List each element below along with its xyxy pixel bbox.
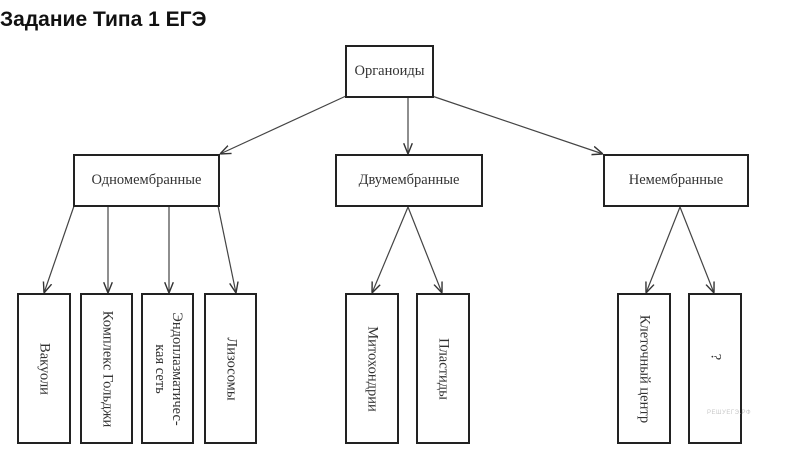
leaf-vacuoles: Вакуоли [17, 293, 71, 444]
edge-group-1-leaf-1 [407, 206, 442, 293]
leaf-label: Комплекс Гольджи [99, 310, 115, 427]
edge-group-0-leaf-3 [217, 205, 236, 293]
node-non-membrane: Немембранные [603, 154, 749, 207]
leaf-label: Митохондрии [364, 325, 381, 412]
node-label: Немембранные [628, 172, 724, 188]
leaf-label: Пластиды [435, 337, 452, 400]
edge-root-group-2 [431, 95, 603, 154]
edge-group-1-leaf-0 [372, 206, 409, 293]
edge-root-group-0 [220, 95, 347, 154]
watermark: РЕШУЕГЭ.РФ [707, 410, 752, 416]
node-root-label: Органоиды [354, 63, 425, 79]
node-root: Органоиды [345, 45, 434, 98]
leaf-lysosomes: Лизосомы [204, 293, 257, 444]
edge-group-2-leaf-0 [646, 206, 681, 293]
node-label: Двумембранные [358, 172, 460, 188]
leaf-label: ? [707, 353, 724, 360]
leaf-label: Эндоплазматичес- кая сеть [151, 311, 185, 426]
node-single-membrane: Одномембранные [73, 154, 220, 207]
edge-group-2-leaf-1 [679, 206, 714, 293]
node-label: Одномембранные [91, 172, 202, 188]
leaf-cell-center: Клеточный центр [617, 293, 671, 444]
node-double-membrane: Двумембранные [335, 154, 483, 207]
leaf-label: Клеточный центр [636, 314, 653, 423]
leaf-unknown: ? [688, 293, 742, 444]
leaf-label: Лизосомы [223, 336, 239, 401]
leaf-mitochondria: Митохондрии [345, 293, 399, 444]
leaf-label: Вакуоли [36, 342, 53, 395]
leaf-golgi: Комплекс Гольджи [80, 293, 133, 444]
edge-group-0-leaf-0 [44, 205, 75, 293]
page-title: Задание Типа 1 ЕГЭ [0, 8, 207, 31]
leaf-plastids: Пластиды [416, 293, 470, 444]
leaf-er: Эндоплазматичес- кая сеть [141, 293, 194, 444]
